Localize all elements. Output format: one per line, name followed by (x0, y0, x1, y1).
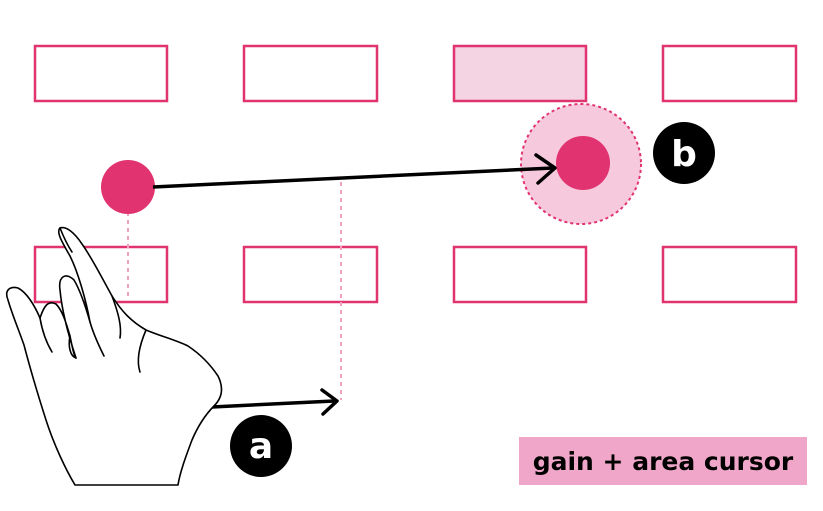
target-box (242, 245, 379, 304)
caption-badge: gain + area cursor (519, 437, 807, 485)
marker-b: b (653, 122, 715, 184)
cursor-start-point (101, 160, 155, 214)
marker-b-label: b (671, 134, 697, 175)
hand-icon (5, 226, 223, 486)
caption-text: gain + area cursor (533, 447, 794, 476)
target-box (242, 44, 379, 103)
target-box (661, 245, 798, 304)
target-row-top (33, 44, 798, 103)
marker-a: a (230, 415, 292, 477)
target-box-highlighted (452, 44, 588, 103)
hand-movement-arrow (211, 388, 339, 416)
arrow-icon (152, 153, 557, 189)
target-box (661, 44, 798, 103)
cursor-end-point (556, 136, 610, 190)
marker-a-label: a (249, 426, 273, 467)
target-box (33, 44, 169, 103)
target-row-bottom (33, 245, 798, 304)
target-box (452, 245, 588, 304)
